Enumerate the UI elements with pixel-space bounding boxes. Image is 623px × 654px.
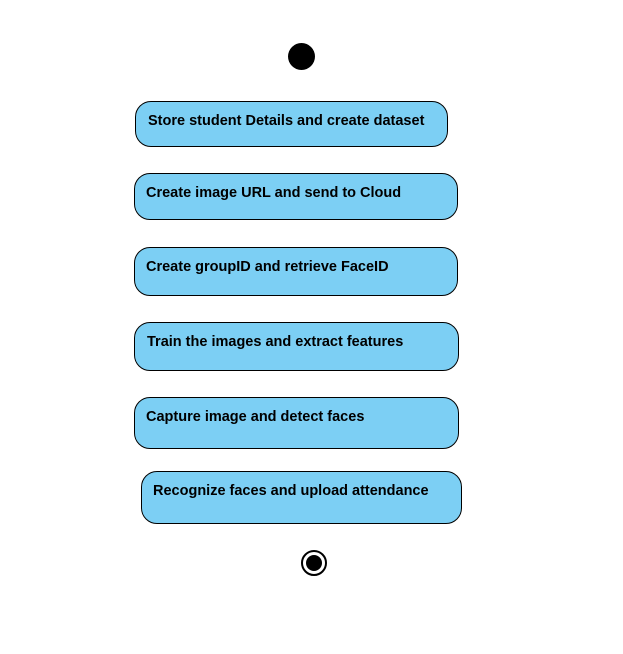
activity-create-group-id: Create groupID and retrieve FaceID bbox=[134, 247, 458, 296]
activity-store-student-details: Store student Details and create dataset bbox=[135, 101, 448, 147]
activity-create-image-url: Create image URL and send to Cloud bbox=[134, 173, 458, 220]
end-node-icon bbox=[301, 550, 327, 576]
activity-capture-image: Capture image and detect faces bbox=[134, 397, 459, 449]
activity-train-images: Train the images and extract features bbox=[134, 322, 459, 371]
activity-recognize-faces: Recognize faces and upload attendance bbox=[141, 471, 462, 524]
end-node-inner-dot bbox=[306, 555, 322, 571]
start-node-icon bbox=[288, 43, 315, 70]
